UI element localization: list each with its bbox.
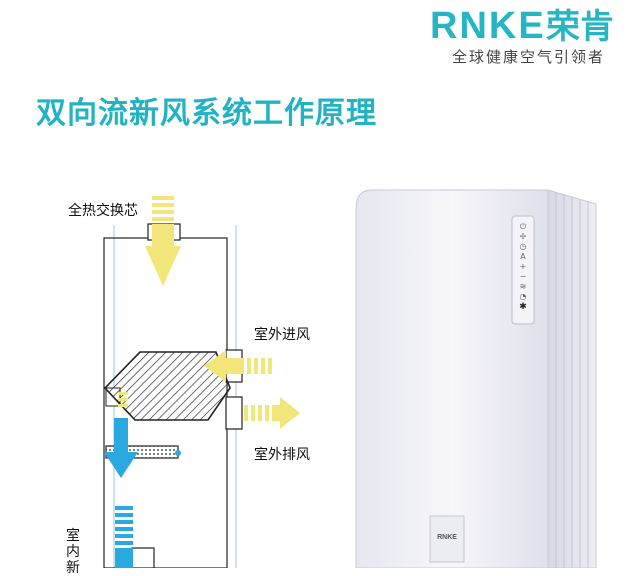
filter-marker xyxy=(175,450,181,456)
fan-icon[interactable]: ✢ xyxy=(519,232,527,241)
control-panel xyxy=(511,215,535,325)
product-front xyxy=(355,189,549,568)
auto-icon[interactable]: A xyxy=(520,252,526,261)
brand-logo: RNKE 荣肯 全球健康空气引领者 xyxy=(430,6,630,66)
intake-arrow-side xyxy=(204,350,272,382)
product-logo: RNKE xyxy=(437,534,457,541)
timer-icon[interactable]: ◷ xyxy=(519,242,527,251)
fresh-arrow-mid xyxy=(104,418,138,478)
brand-slogan: 全球健康空气引领者 xyxy=(452,48,606,66)
brand-name: RNKE xyxy=(430,5,546,47)
label-outdoor-intake: 室外进风 xyxy=(254,327,310,343)
product-unit xyxy=(355,189,597,568)
label-outdoor-exhaust: 室外排风 xyxy=(254,447,310,463)
wifi-icon[interactable]: ◔ xyxy=(519,292,527,301)
exhaust-duct xyxy=(225,396,243,430)
fresh-arrow-bottom xyxy=(115,506,133,568)
page-title: 双向流新风系统工作原理 xyxy=(36,96,377,131)
mode-icon[interactable]: ≋ xyxy=(519,282,527,291)
intake-arrow-top xyxy=(145,196,181,286)
filter-icon[interactable]: ✱ xyxy=(519,302,527,312)
minus-icon[interactable]: − xyxy=(519,272,527,281)
heat-exchange-core xyxy=(103,351,231,421)
power-icon[interactable]: ⏻ xyxy=(519,222,527,231)
logo-plate xyxy=(429,515,465,563)
plus-icon[interactable]: + xyxy=(519,262,527,271)
exhaust-arrow xyxy=(244,397,300,429)
exhaust-arrow-inner xyxy=(118,392,128,407)
label-indoor-fresh-air: 室内新 xyxy=(66,528,80,576)
bottom-duct xyxy=(131,547,155,568)
control-panel-icons: ⏻ ✢ ◷ A + − ≋ ◔ ✱ xyxy=(516,222,530,312)
brand-cn-name: 荣肯 xyxy=(546,7,614,47)
label-heat-exchange-core: 全热交换芯 xyxy=(68,203,138,219)
